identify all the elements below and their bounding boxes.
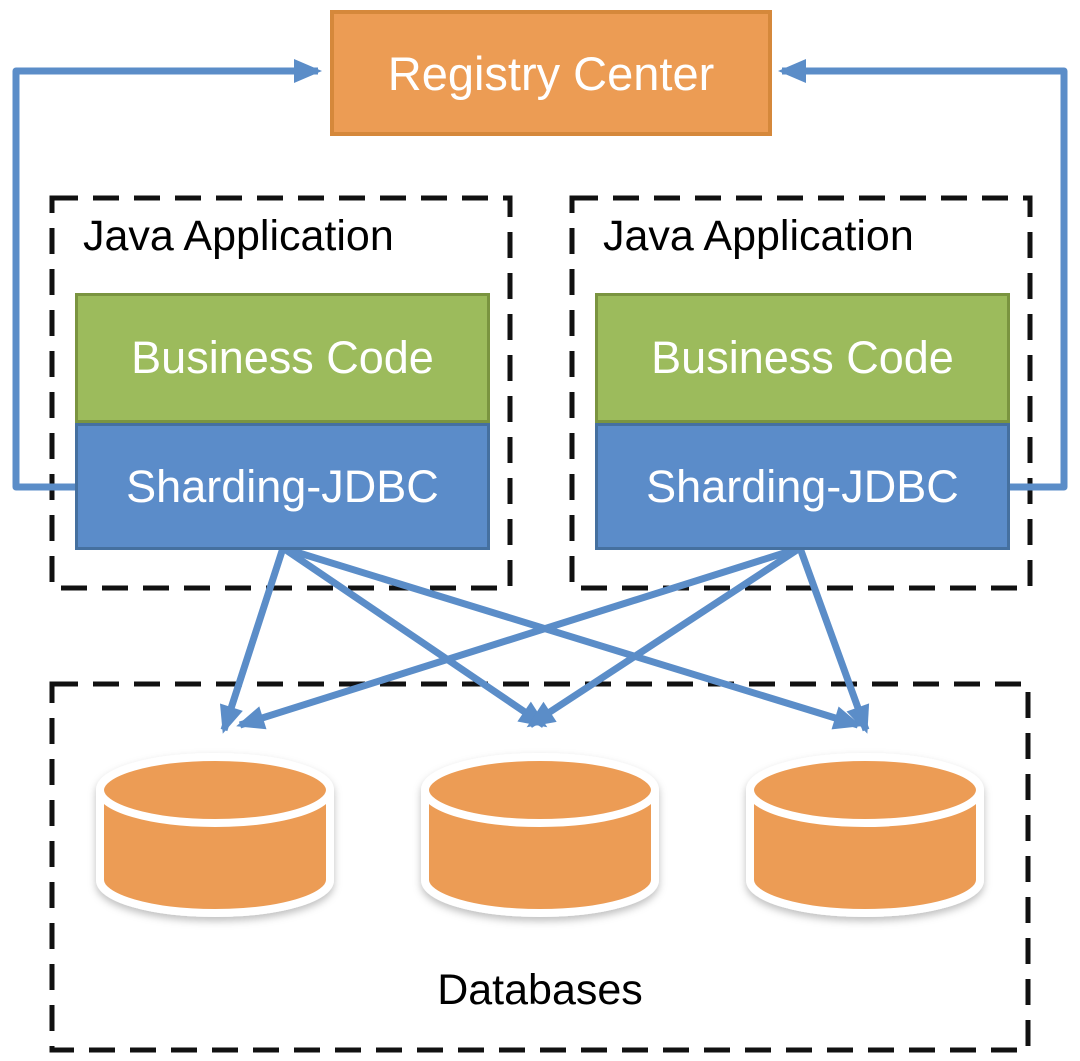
java-application-title: Java Application <box>603 212 914 260</box>
arrow-left-jdbc-to-db2 <box>281 545 548 728</box>
registry-center-node: Registry Center <box>330 10 772 136</box>
business-code-node: Business Code <box>595 293 1010 423</box>
arrow-left-jdbc-to-db3 <box>281 544 862 730</box>
arrow-left-jdbc-to-db1 <box>219 546 287 734</box>
arrow-right-jdbc-to-db1 <box>236 544 802 730</box>
databases-container <box>49 681 1031 1053</box>
java-application-right-container <box>569 195 1033 591</box>
arrow-right-jdbc-to-db2 <box>526 545 802 728</box>
sharding-jdbc-node: Sharding-JDBC <box>75 423 490 550</box>
arrow-right-app-to-registry <box>778 59 1068 491</box>
database-cylinder-icon <box>96 753 334 917</box>
database-cylinder-icon <box>421 753 659 917</box>
java-application-title: Java Application <box>83 212 394 260</box>
database-cylinder-icon <box>746 753 984 917</box>
sharding-jdbc-label: Sharding-JDBC <box>126 460 439 512</box>
databases-label: Databases <box>437 966 643 1014</box>
registry-center-label: Registry Center <box>387 46 715 100</box>
business-code-node: Business Code <box>75 293 490 423</box>
business-code-label: Business Code <box>651 332 954 383</box>
sharding-jdbc-node: Sharding-JDBC <box>595 423 1010 550</box>
arrow-left-app-to-registry <box>12 59 322 491</box>
java-application-left-container <box>49 195 513 591</box>
sharding-jdbc-label: Sharding-JDBC <box>646 460 959 512</box>
arrow-right-jdbc-to-db3 <box>796 546 870 734</box>
business-code-label: Business Code <box>131 332 434 383</box>
